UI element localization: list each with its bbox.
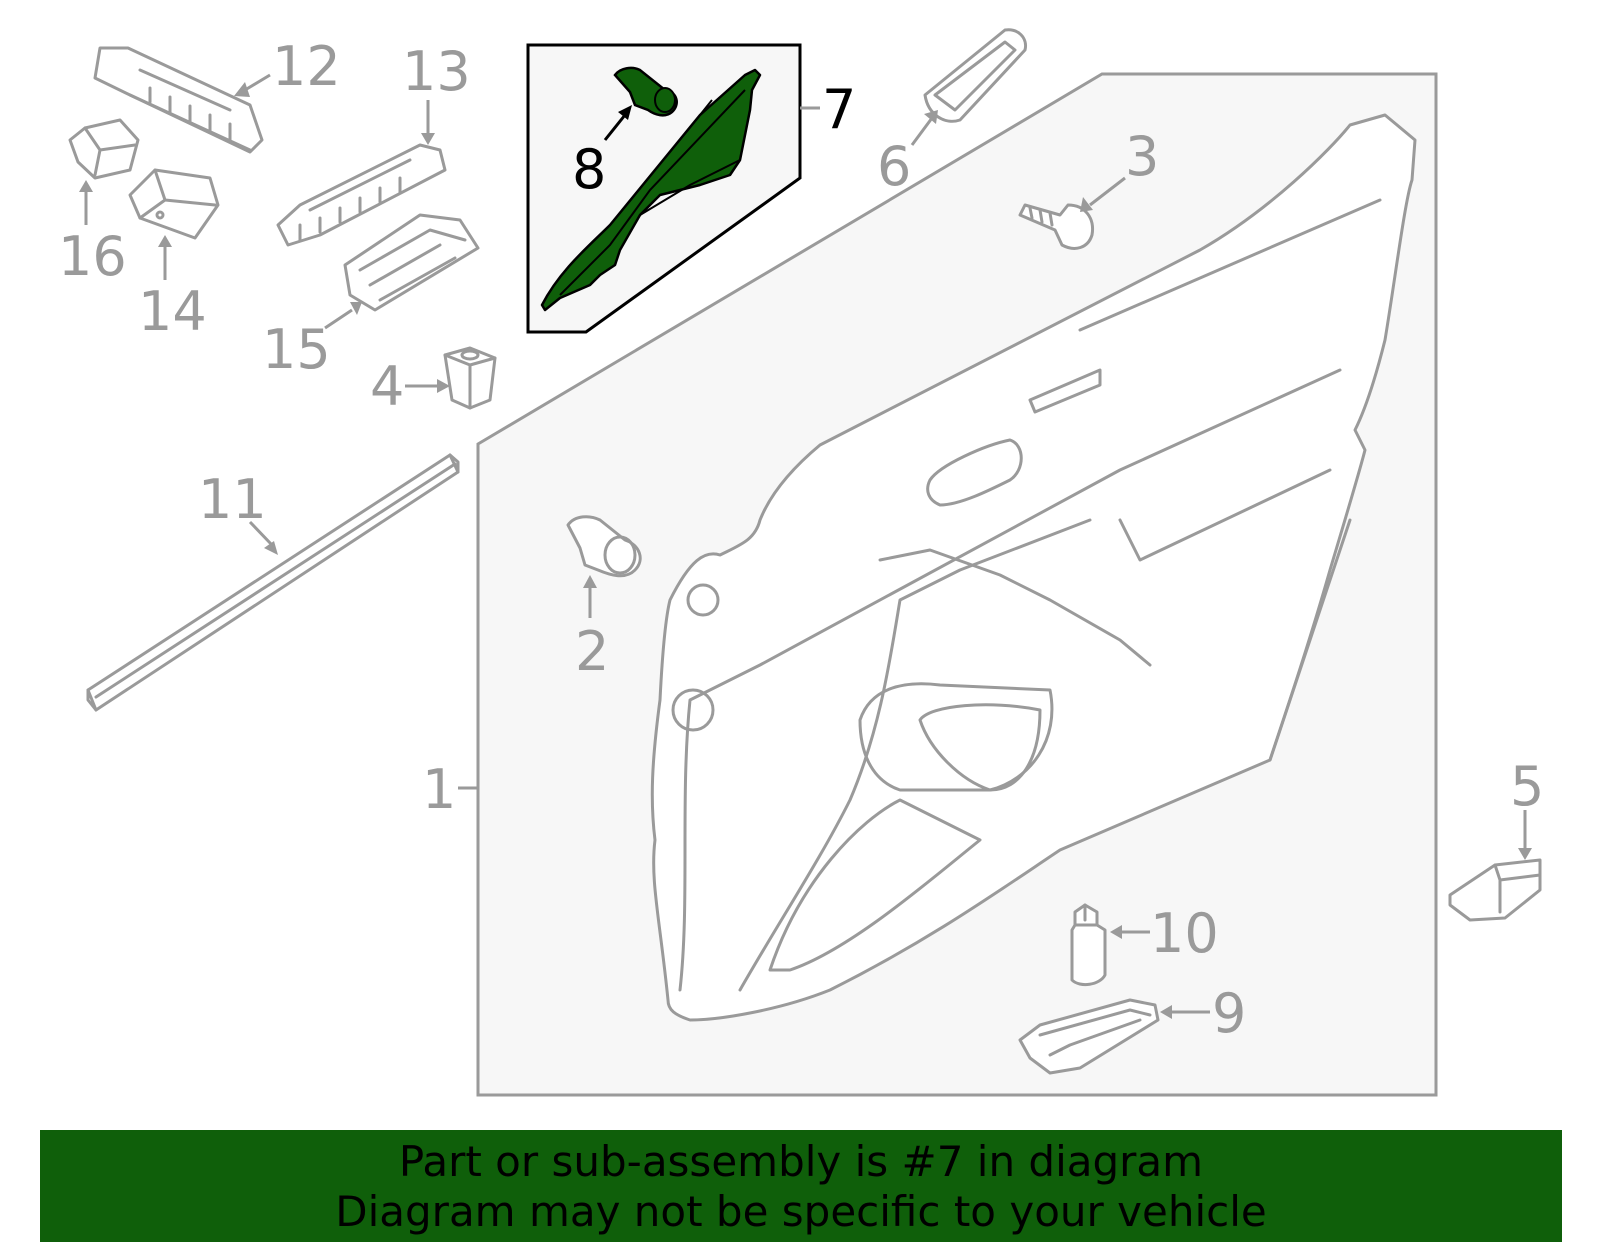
arrow-12-icon: [234, 82, 250, 97]
clip-retainer: [443, 346, 497, 410]
arrow-10-icon: [1110, 925, 1122, 939]
info-banner: Part or sub-assembly is #7 in diagram Di…: [40, 1130, 1562, 1242]
arrow-14-icon: [158, 235, 172, 247]
door-trim-panel: [650, 113, 1417, 1022]
callout-1: 1: [422, 758, 456, 821]
callout-12: 12: [272, 35, 341, 98]
callout-16: 16: [58, 225, 127, 288]
arrow-2-icon: [583, 575, 597, 588]
switch-bezel-lower: [276, 143, 447, 247]
callout-8: 8: [572, 138, 606, 201]
screw: [1018, 203, 1095, 250]
mirror-switch: [68, 118, 140, 180]
courtesy-lamp: [1018, 998, 1160, 1075]
arrow-15-icon: [350, 302, 362, 315]
arrow-5-icon: [1518, 848, 1532, 860]
part-8-clip: [613, 66, 678, 117]
arrow-4-icon: [437, 379, 450, 393]
arrow-3-icon: [1080, 197, 1093, 212]
banner-line-disclaimer: Diagram may not be specific to your vehi…: [335, 1187, 1267, 1236]
courtesy-lamp-clip: [1070, 903, 1107, 987]
arrow-8-icon: [618, 105, 632, 120]
inside-handle-bezel: [923, 28, 1028, 123]
leader-15: [324, 308, 353, 330]
arrow-6-icon: [924, 110, 938, 124]
leader-8: [603, 114, 627, 141]
callout-4: 4: [370, 355, 404, 418]
banner-line-part-number: Part or sub-assembly is #7 in diagram: [398, 1137, 1204, 1186]
leader-11: [248, 520, 274, 547]
callout-14: 14: [138, 280, 207, 343]
switch-bezel-upper: [93, 46, 264, 154]
callout-13: 13: [402, 40, 471, 103]
reflector-cover: [1448, 858, 1542, 922]
callout-11: 11: [198, 468, 267, 531]
arrow-9-icon: [1160, 1005, 1172, 1019]
callout-5: 5: [1510, 755, 1544, 818]
leader-12: [244, 73, 271, 92]
leader-3: [1089, 176, 1126, 207]
arrow-16-icon: [79, 180, 93, 192]
callout-7: 7: [822, 78, 856, 141]
callout-2: 2: [575, 620, 609, 683]
callout-10: 10: [1150, 902, 1219, 965]
callout-6: 6: [877, 135, 911, 198]
arrow-11-icon: [264, 541, 278, 555]
callout-3: 3: [1125, 125, 1159, 188]
push-clip: [566, 515, 642, 578]
master-window-switch: [343, 213, 480, 312]
part-7-trim-piece: [540, 68, 762, 312]
callout-9: 9: [1212, 982, 1246, 1045]
leader-6: [910, 117, 934, 146]
belt-molding: [86, 453, 460, 712]
window-switch: [128, 168, 220, 240]
callout-15: 15: [262, 318, 331, 381]
arrow-13-icon: [421, 133, 435, 145]
